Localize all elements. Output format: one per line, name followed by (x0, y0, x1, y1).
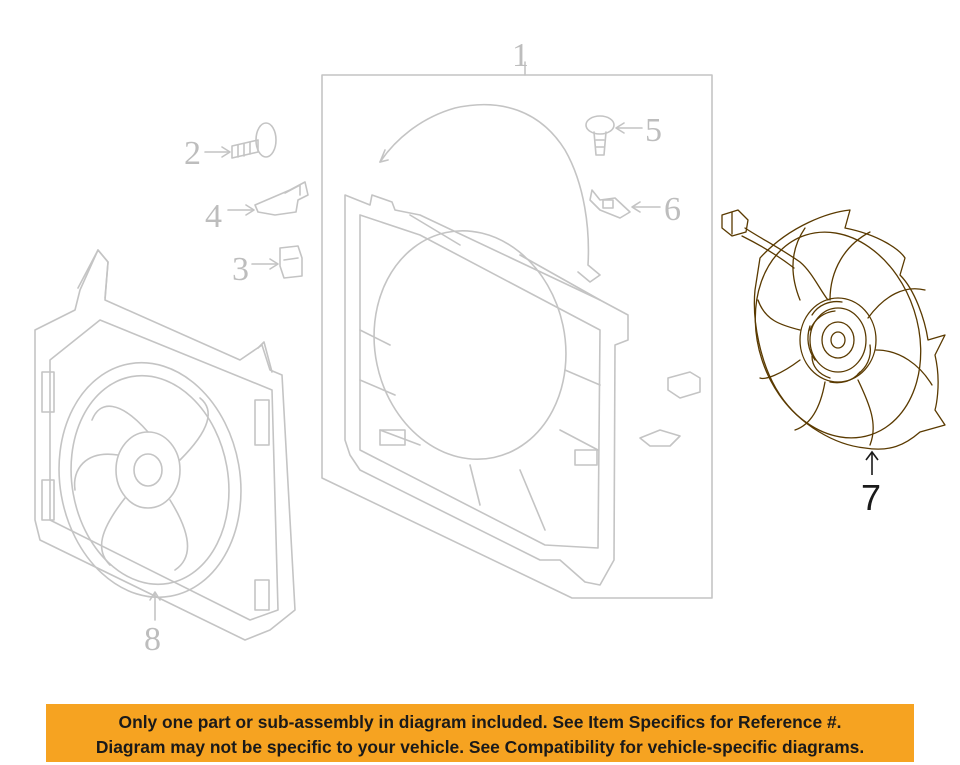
callout-2: 2 (184, 135, 201, 172)
callout-1: 1 (512, 37, 529, 74)
callout-3: 3 (232, 251, 249, 288)
part-6-bracket-clip (589, 189, 661, 219)
disclaimer-line-2: Diagram may not be specific to your vehi… (95, 737, 865, 757)
callout-7-arrow (865, 450, 879, 461)
part-8-fan-assembly (34, 249, 296, 641)
parts-diagram: 1 2 4 3 5 6 (34, 37, 946, 658)
callout-8: 8 (144, 621, 161, 658)
part-1-fan-shroud (321, 61, 713, 599)
callout-4: 4 (205, 198, 222, 235)
part-2-bolt (204, 122, 277, 159)
part-7-cooling-fan (721, 209, 946, 450)
callout-7: 7 (861, 477, 881, 518)
part-loose-clips (639, 371, 701, 447)
disclaimer-line-1: Only one part or sub-assembly in diagram… (118, 712, 842, 732)
part-5-push-pin (585, 115, 643, 156)
part-3-nut (251, 245, 303, 279)
disclaimer-banner: Only one part or sub-assembly in diagram… (46, 704, 914, 762)
callout-6: 6 (664, 191, 681, 228)
callout-5: 5 (645, 112, 662, 149)
part-4-clip (227, 181, 309, 216)
